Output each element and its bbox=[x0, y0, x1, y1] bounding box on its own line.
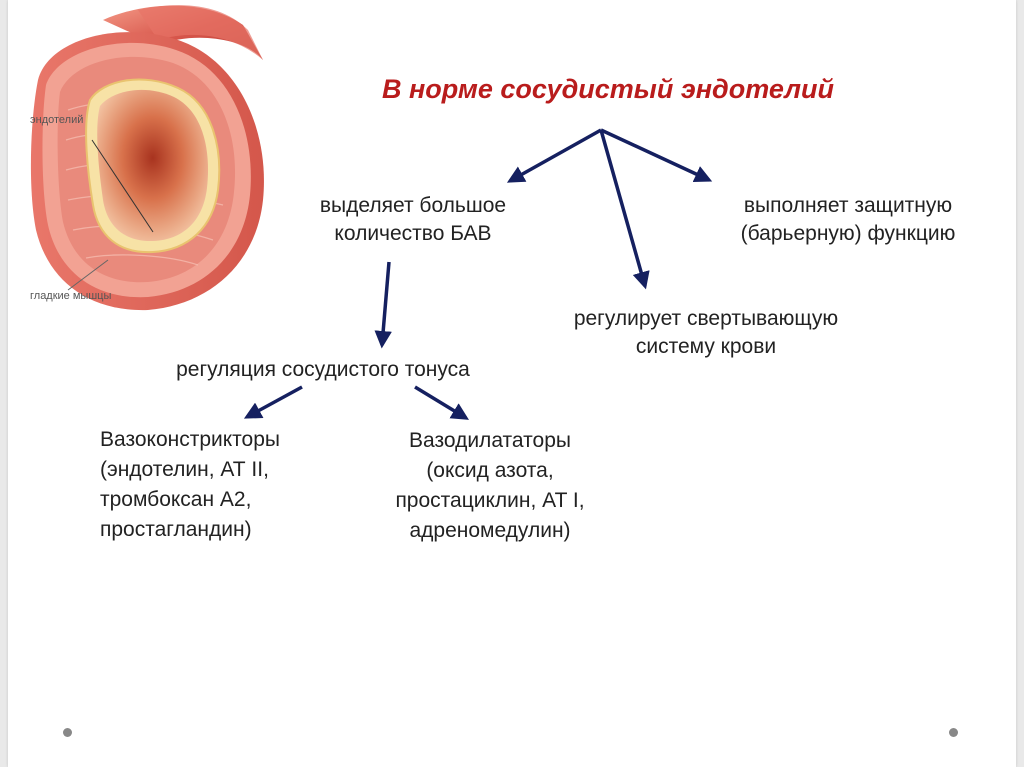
endothelium-label: эндотелий bbox=[30, 114, 84, 126]
page-title: В норме сосудистый эндотелий bbox=[381, 74, 835, 104]
node-vasoconstrictors: Вазоконстрикторы (эндотелин, АТ II, тром… bbox=[100, 428, 281, 541]
node-secretes: выделяет большое количество БАВ bbox=[319, 194, 507, 245]
node-vasodilators: Вазодилататоры (оксид азота, простацикли… bbox=[395, 429, 585, 542]
arrow-icon bbox=[374, 261, 392, 349]
slide: эндотелий гладкие мышцы В норме сосудист… bbox=[8, 0, 1016, 767]
arrow-icon bbox=[599, 129, 650, 290]
node-vascular-tone: регуляция сосудистого тонуса bbox=[176, 358, 470, 381]
arrow-icon bbox=[600, 128, 713, 183]
node-barrier: выполняет защитную (барьерную) функцию bbox=[740, 194, 956, 245]
blood-vessel-illustration bbox=[30, 5, 264, 311]
arrow-icon bbox=[243, 385, 303, 419]
nav-dot-right bbox=[949, 728, 958, 737]
node-coagulation: регулирует свертывающую систему крови bbox=[573, 307, 839, 358]
smooth-muscle-label: гладкие мышцы bbox=[30, 290, 112, 302]
arrows-layer bbox=[243, 128, 713, 420]
arrow-icon bbox=[506, 128, 602, 183]
nav-dot-left bbox=[63, 728, 72, 737]
arrow-icon bbox=[414, 385, 469, 420]
